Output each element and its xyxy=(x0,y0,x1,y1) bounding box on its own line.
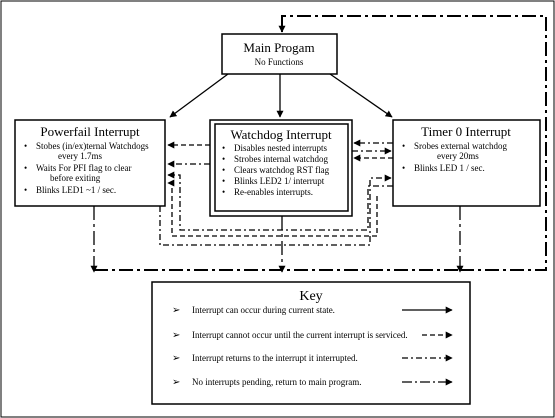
bullet-icon: • xyxy=(24,163,27,173)
timer0-bullet-list: • Srobes external watchdog every 20ms • … xyxy=(402,141,507,173)
watchdog-bullet: Disables nested interrupts xyxy=(234,143,327,153)
key-item-dashdot: ➢ Interrupt returns to the interrupt it … xyxy=(172,353,453,364)
powerfail-interrupt-box xyxy=(14,119,166,207)
powerfail-interrupt-title: Powerfail Interrupt xyxy=(40,124,140,139)
watchdog-bullet: Blinks LED2 1/ interrupt xyxy=(234,176,325,186)
watchdog-bullet: Clears watchdog RST flag xyxy=(234,165,330,175)
arrow-main-to-timer0 xyxy=(329,73,393,118)
arrow-main-to-powerfail xyxy=(169,73,229,118)
timer0-interrupt-title: Timer 0 Interrupt xyxy=(421,124,511,139)
bullet-icon: • xyxy=(222,165,225,175)
key-box xyxy=(151,281,471,405)
watchdog-bullet: Strobes internal watchdog xyxy=(234,154,328,164)
arrow-timer0-to-powerfail-2 xyxy=(167,179,378,237)
bullet-icon: • xyxy=(24,141,27,151)
key-item-longdashdot: ➢ No interrupts pending, return to main … xyxy=(172,377,453,388)
bullet-icon: • xyxy=(222,154,225,164)
key-item-text: Interrupt cannot occur until the current… xyxy=(192,330,408,340)
timer0-bullet-cont: every 20ms xyxy=(437,151,479,161)
key-item-solid: ➢ Interrupt can occur during current sta… xyxy=(172,305,453,316)
powerfail-bullet-list: • Stobes (in/ex)ternal Watchdogs every 1… xyxy=(24,141,149,195)
key-title: Key xyxy=(299,289,322,304)
key-marker-icon: ➢ xyxy=(172,353,180,364)
bullet-icon: • xyxy=(222,176,225,186)
watchdog-interrupt-box-inner xyxy=(214,123,349,212)
powerfail-bullet: Stobes (in/ex)ternal Watchdogs xyxy=(36,141,149,151)
return-to-main-loop xyxy=(278,15,547,271)
main-program-subtitle: No Functions xyxy=(255,57,304,67)
timer0-bullet: Srobes external watchdog xyxy=(414,141,507,151)
powerfail-bullet: Waits For PFI flag to clear xyxy=(36,163,132,173)
arrow-powerfail-to-timer0 xyxy=(159,174,392,246)
bullet-icon: • xyxy=(24,185,27,195)
powerfail-bullet-cont: every 1.7ms xyxy=(58,151,102,161)
timer0-interrupt-box xyxy=(392,119,541,207)
timer0-bullet: Blinks LED 1 / sec. xyxy=(414,163,485,173)
key-item-text: Interrupt can occur during current state… xyxy=(192,305,335,315)
key-item-text: Interrupt returns to the interrupt it in… xyxy=(192,353,358,363)
watchdog-interrupt-title: Watchdog Interrupt xyxy=(230,127,332,142)
powerfail-bullet: Blinks LED1 ~1 / sec. xyxy=(36,185,116,195)
key-item-dashed: ➢ Interrupt cannot occur until the curre… xyxy=(172,330,453,341)
key-marker-icon: ➢ xyxy=(172,330,180,341)
bullet-icon: • xyxy=(222,187,225,197)
key-item-text: No interrupts pending, return to main pr… xyxy=(192,377,361,387)
bullet-icon: • xyxy=(402,163,405,173)
watchdog-bullet-list: • Disables nested interrupts • Strobes i… xyxy=(222,143,330,197)
watchdog-bullet: Re-enables interrupts. xyxy=(234,187,313,197)
bullet-icon: • xyxy=(222,143,225,153)
bullet-icon: • xyxy=(402,141,405,151)
main-program-title: Main Progam xyxy=(243,40,314,55)
arrow-timer0-to-powerfail-1 xyxy=(167,171,393,231)
powerfail-bullet-cont: before exiting xyxy=(50,173,101,183)
key-marker-icon: ➢ xyxy=(172,305,180,316)
key-marker-icon: ➢ xyxy=(172,377,180,388)
